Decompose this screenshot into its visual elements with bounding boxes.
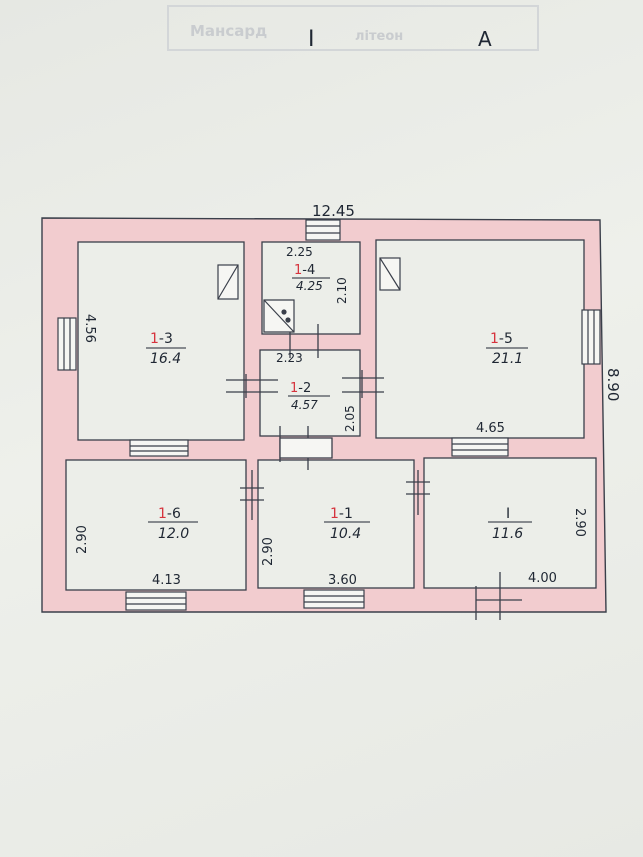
- room-1-5: [375, 239, 585, 439]
- dim-room-1-5-width: 4.65: [476, 421, 505, 436]
- dim-room-1-1-height: 2.90: [261, 537, 276, 566]
- dim-room-1-4-height: 2.10: [335, 277, 349, 304]
- door-1-2-to-1-1: [279, 426, 333, 470]
- dimension-labels: 12.45 8.90 4.56 2.25 2.10 2.23 2.05 4.65…: [75, 202, 622, 588]
- stamp-text: Мансард: [190, 22, 267, 40]
- fixtures: [217, 257, 401, 333]
- rooms: [65, 239, 597, 591]
- door-1-2-to-1-5: [342, 370, 384, 398]
- room-label-1-2: 1-2: [290, 381, 311, 396]
- room-label-1-4: 1-4: [294, 263, 315, 278]
- room-label-1-5: 1-5: [490, 331, 513, 347]
- door-1-3-to-1-2: [226, 374, 278, 398]
- window-right: [581, 309, 601, 365]
- room-1-1: [257, 459, 415, 589]
- header-stamp: Мансард літеон І А: [167, 5, 539, 52]
- room-label-I: I: [506, 506, 510, 522]
- stove-1-3: [217, 264, 239, 300]
- room-label-1-6: 1-6: [158, 506, 181, 522]
- windows: [57, 219, 601, 611]
- room-area-1-4: 4.25: [296, 279, 323, 293]
- room-area-I: 11.6: [492, 526, 523, 542]
- stove-1-4: [263, 299, 295, 333]
- stamp-tail: літеон: [355, 29, 403, 44]
- room-label-1-3: 1-3: [150, 331, 173, 347]
- dim-overall-depth: 8.90: [604, 368, 622, 401]
- stamp-frame: [167, 5, 539, 51]
- window-top: [305, 219, 341, 241]
- dim-room-1-1-width: 3.60: [328, 573, 357, 588]
- stamp-letter-2: А: [478, 27, 492, 51]
- stove-1-5: [379, 257, 401, 291]
- doors: [226, 324, 522, 620]
- dim-room-1-6-height: 2.90: [75, 525, 90, 554]
- room-1-2: [259, 349, 361, 437]
- door-1-1-to-I: [406, 470, 430, 515]
- room-1-6: [65, 459, 247, 591]
- dim-room-1-4-width: 2.25: [286, 245, 313, 259]
- window-inner-1-5: [451, 437, 509, 457]
- dim-room-1-2-width: 2.23: [276, 351, 303, 365]
- window-inner-1-3: [129, 439, 189, 457]
- stamp-letter-1: І: [308, 27, 315, 52]
- room-area-1-5: 21.1: [492, 351, 523, 367]
- dim-room-1-3-height: 4.56: [82, 314, 97, 343]
- door-entrance: [475, 572, 522, 620]
- room-area-1-6: 12.0: [158, 526, 189, 542]
- window-bottom-middle: [303, 589, 365, 609]
- room-label-1-1: 1-1: [330, 506, 353, 522]
- dim-room-I-height: 2.90: [572, 508, 587, 537]
- dim-overall-width: 12.45: [312, 202, 355, 220]
- window-bottom-left: [125, 591, 187, 611]
- room-labels: 1-3 16.4 1-4 4.25 1-2 4.57 1-5 21.1 1-6 …: [146, 263, 532, 542]
- room-area-1-1: 10.4: [330, 526, 361, 542]
- room-area-1-2: 4.57: [291, 398, 318, 412]
- window-left: [57, 317, 77, 371]
- dim-room-1-6-width: 4.13: [152, 573, 181, 588]
- room-I: [423, 457, 597, 589]
- dim-room-1-2-height: 2.05: [343, 405, 357, 432]
- door-1-6-to-1-1: [240, 470, 264, 520]
- room-area-1-3: 16.4: [150, 351, 181, 367]
- dim-room-I-width: 4.00: [528, 571, 557, 586]
